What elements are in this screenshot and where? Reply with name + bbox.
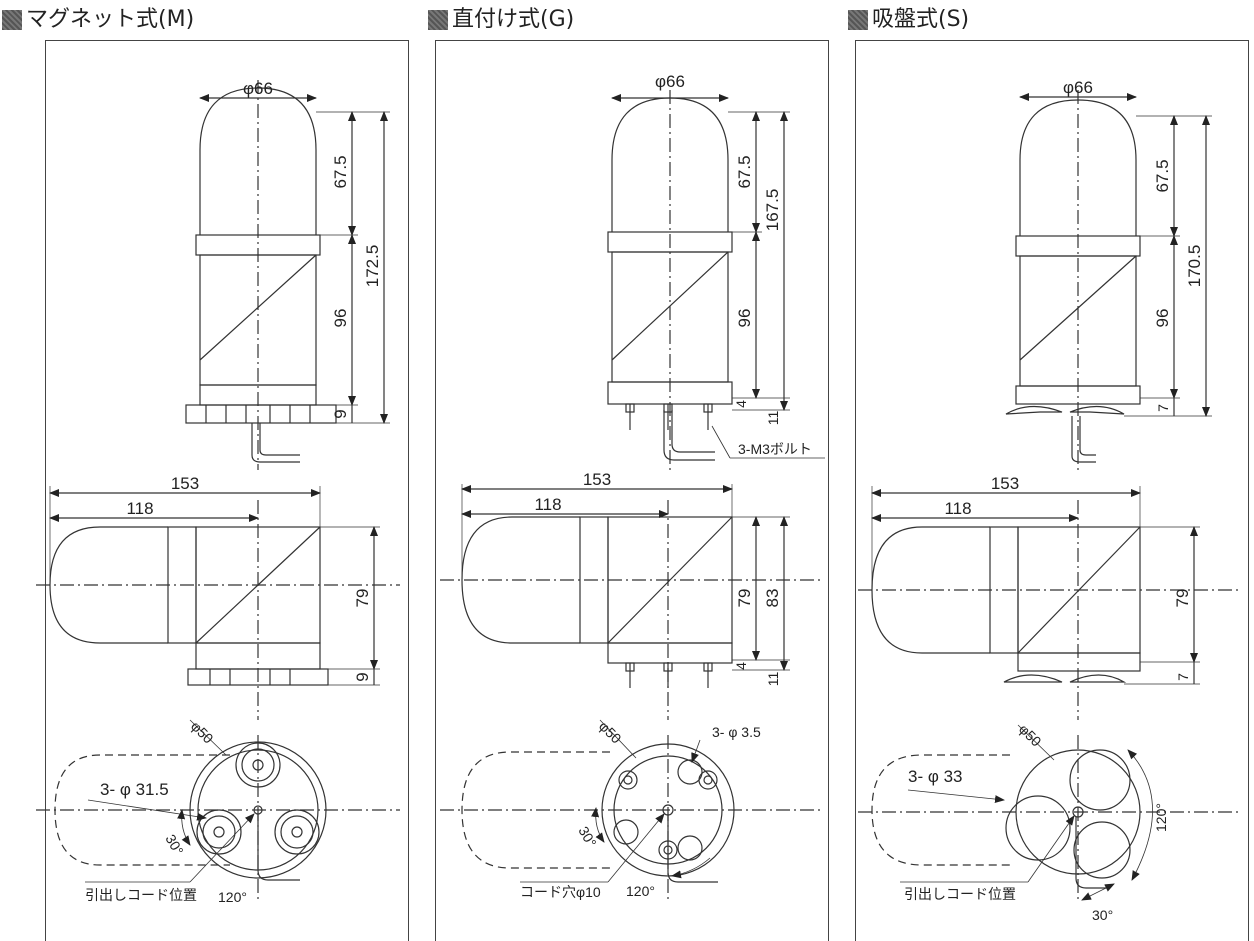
front-base-height: 7: [1155, 404, 1171, 412]
side-view: [36, 486, 400, 720]
front-total-height: 172.5: [363, 245, 382, 288]
panel-magnet: [45, 40, 409, 941]
bottom-view: [440, 719, 822, 900]
bottom-circle-label: φ50: [596, 718, 625, 747]
bottom-holes-label: 3- φ 3.5: [712, 724, 761, 740]
bottom-angle-large: 120°: [218, 889, 247, 905]
bottom-view: [36, 719, 400, 900]
side-base-height: 11: [765, 672, 781, 687]
side-total-length: 153: [583, 470, 611, 489]
panel-direct: [435, 40, 829, 941]
front-view: [607, 90, 825, 470]
bolt-label: 3-M3ボルト: [738, 441, 812, 457]
title-magnet: マグネット式(M): [2, 6, 194, 34]
front-total-height: 170.5: [1185, 245, 1204, 288]
front-dome-height: 67.5: [331, 155, 350, 188]
panel-direct-drawing: [440, 90, 825, 900]
side-body-height: 79: [1173, 589, 1192, 608]
side-body-length: 118: [944, 499, 971, 518]
side-step: 4: [733, 662, 749, 670]
side-body-height: 79: [353, 589, 372, 608]
side-body-height: 79: [735, 589, 754, 608]
side-total-length: 153: [991, 474, 1019, 493]
front-diameter-label: φ66: [1063, 78, 1093, 97]
bottom-angle-small: 30°: [1092, 907, 1113, 923]
bottom-angle-small: 30°: [162, 832, 186, 858]
title-marker: [848, 10, 868, 30]
bottom-view: [858, 724, 1240, 901]
front-base-height: 9: [331, 409, 350, 418]
title-direct: 直付け式(G): [428, 6, 574, 34]
title-text: 直付け式(G): [452, 7, 575, 32]
panel-magnet-drawing: [36, 80, 400, 900]
front-step: 4: [733, 400, 749, 408]
front-body-height: 96: [735, 309, 754, 328]
side-view: [858, 486, 1240, 720]
side-base-height: 7: [1175, 673, 1191, 681]
bottom-circle-label: φ50: [1016, 721, 1045, 750]
bottom-cord-label: コード穴φ10: [520, 884, 601, 900]
title-marker: [2, 10, 22, 30]
bottom-cord-label: 引出しコード位置: [904, 886, 1016, 902]
front-view: [185, 80, 390, 470]
title-suction: 吸盤式(S): [848, 6, 969, 34]
side-body-length: 118: [126, 499, 153, 518]
front-body-height: 96: [1153, 309, 1172, 328]
title-text: 吸盤式(S): [872, 7, 970, 32]
bottom-angle-large: 120°: [626, 883, 655, 899]
bottom-holes-label: 3- φ 31.5: [100, 780, 169, 799]
front-dome-height: 67.5: [1153, 159, 1172, 192]
side-base-height: 9: [353, 672, 372, 681]
bottom-angle-large: 120°: [1153, 803, 1169, 832]
title-text: マグネット式(M): [26, 7, 195, 32]
front-total-height: 167.5: [763, 189, 782, 232]
panel-suction-drawing: [858, 90, 1240, 901]
front-body-height: 96: [331, 309, 350, 328]
side-total-length: 153: [171, 474, 199, 493]
bottom-holes-label: 3- φ 33: [908, 767, 963, 786]
front-diameter-label: φ66: [655, 72, 685, 91]
bottom-angle-small: 30°: [575, 824, 599, 850]
side-view: [440, 484, 822, 720]
front-view: [1005, 90, 1212, 470]
side-total-height: 83: [763, 589, 782, 608]
title-marker: [428, 10, 448, 30]
panel-suction: [855, 40, 1249, 941]
side-body-length: 118: [534, 495, 561, 514]
front-diameter-label: φ66: [243, 79, 273, 98]
front-dome-height: 67.5: [735, 155, 754, 188]
bottom-cord-label: 引出しコード位置: [85, 887, 197, 903]
front-base-height: 11: [765, 411, 781, 426]
